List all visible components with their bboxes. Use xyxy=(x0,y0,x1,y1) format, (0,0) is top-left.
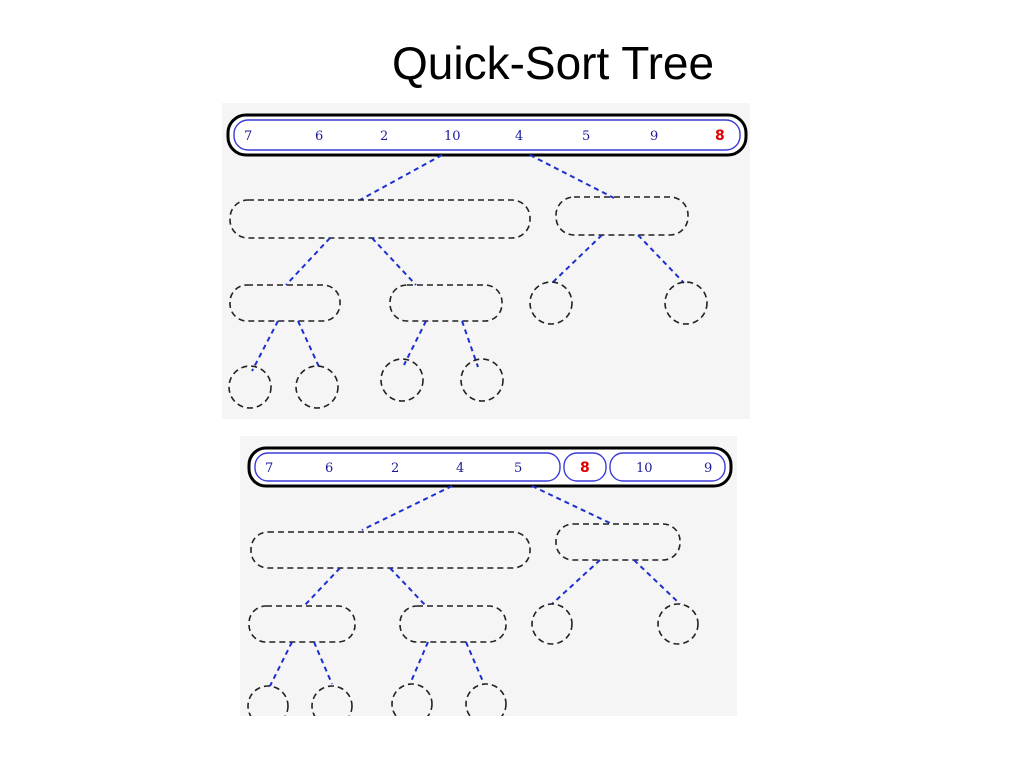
left-subtree-node xyxy=(229,199,531,239)
subtree-node xyxy=(229,284,341,322)
tree-diagram-2: 7 6 2 4 5 8 10 9 xyxy=(247,446,733,716)
tree-edge xyxy=(531,485,613,525)
leaf-node xyxy=(465,683,507,716)
tree-edge xyxy=(389,567,427,607)
root-node-outer xyxy=(247,446,733,488)
leaf-node xyxy=(657,603,699,645)
tree-edge xyxy=(285,237,331,286)
slide-title: Quick-Sort Tree xyxy=(392,37,715,89)
sequence-item: 10 xyxy=(636,461,653,476)
root-node-inner xyxy=(233,119,741,151)
sequence-item: 2 xyxy=(391,461,399,476)
right-partition-box xyxy=(609,452,726,482)
pivot-value: 8 xyxy=(580,460,590,476)
tree-panel-1: 7 6 2 10 4 5 9 8 xyxy=(222,103,750,419)
tree-edge xyxy=(313,641,333,685)
tree-edge xyxy=(303,567,341,607)
leaf-node xyxy=(380,358,424,402)
sequence-item: 6 xyxy=(315,129,323,144)
leaf-node xyxy=(531,603,573,645)
tree-edge xyxy=(371,237,417,286)
tree-edge xyxy=(465,641,485,685)
tree-edge xyxy=(269,641,293,687)
right-subtree-node xyxy=(555,196,689,236)
subtree-node xyxy=(399,605,507,643)
right-subtree-node xyxy=(555,523,681,561)
sequence-item: 4 xyxy=(456,461,464,476)
sequence-item: 7 xyxy=(244,129,252,144)
tree-edge xyxy=(551,559,601,605)
leaf-node xyxy=(529,281,573,325)
leaf-node xyxy=(311,685,353,716)
leaf-node xyxy=(391,683,433,716)
tree-edge xyxy=(297,320,321,370)
tree-edge xyxy=(633,559,681,605)
tree-edge xyxy=(361,485,453,531)
sequence-item: 5 xyxy=(582,129,590,144)
tree-edge xyxy=(637,234,685,284)
leaf-node xyxy=(228,365,272,409)
sequence-item: 9 xyxy=(704,461,712,476)
tree-edge xyxy=(529,154,615,199)
tree-panel-2: 7 6 2 4 5 8 10 9 xyxy=(240,436,737,716)
sequence-item: 5 xyxy=(514,461,522,476)
sequence-item: 6 xyxy=(325,461,333,476)
leaf-node xyxy=(664,281,708,325)
subtree-node xyxy=(248,605,356,643)
sequence-item: 2 xyxy=(380,129,388,144)
tree-edge xyxy=(251,320,279,372)
leaf-node xyxy=(295,365,339,409)
tree-edge xyxy=(551,234,603,284)
root-node-outer xyxy=(226,113,748,157)
tree-diagram-1: 7 6 2 10 4 5 9 8 xyxy=(226,113,748,409)
pivot-value: 8 xyxy=(715,128,725,144)
sequence-item: 4 xyxy=(515,129,523,144)
pivot-box xyxy=(563,452,607,482)
tree-edge xyxy=(409,641,429,685)
tree-edge xyxy=(359,154,443,201)
leaf-node xyxy=(247,685,289,716)
sequence-item: 10 xyxy=(444,129,461,144)
sequence-item: 9 xyxy=(650,129,658,144)
subtree-node xyxy=(389,284,503,322)
leaf-node xyxy=(460,358,504,402)
sequence-item: 7 xyxy=(265,461,273,476)
tree-edge xyxy=(403,320,427,366)
left-partition-box xyxy=(254,452,561,482)
left-subtree-node xyxy=(250,531,531,569)
